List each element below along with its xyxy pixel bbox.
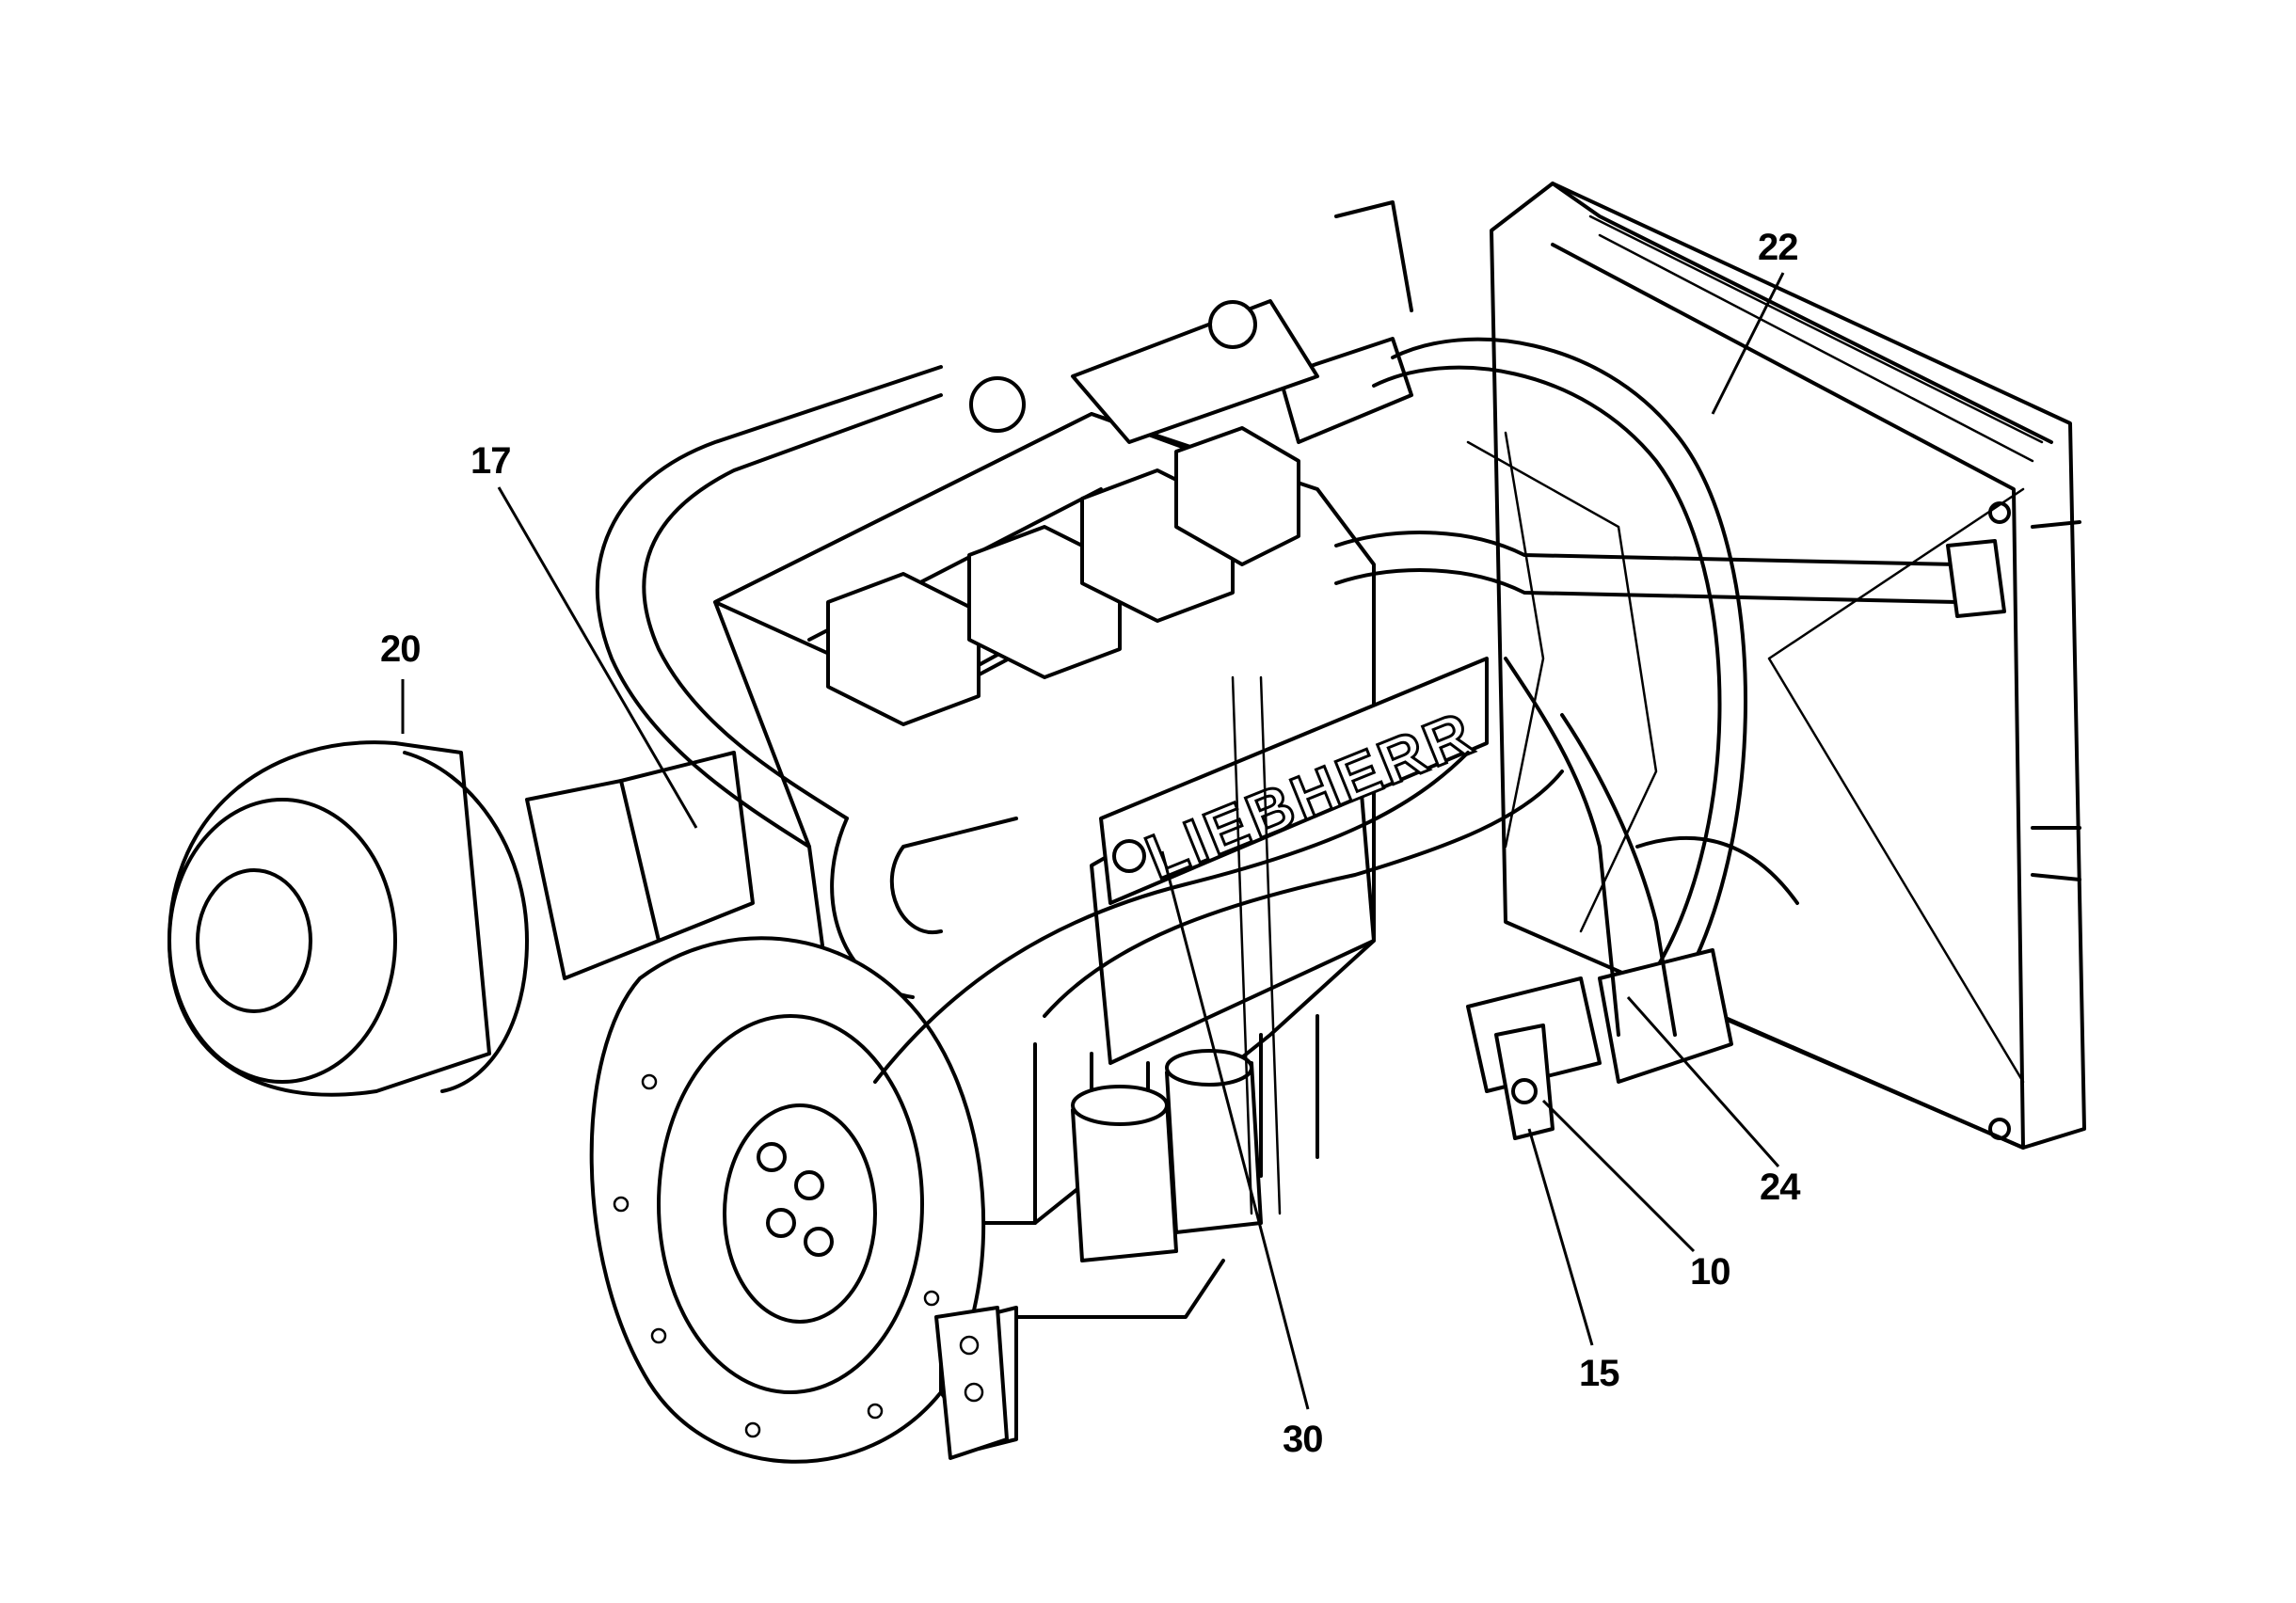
callout-17: 17 [470,440,511,482]
callout-24: 24 [1760,1167,1800,1208]
callout-leaders [401,272,1785,1410]
engine-mounts [934,1024,1555,1460]
callout-10: 10 [1690,1251,1730,1293]
callout-22: 22 [1758,227,1798,268]
callout-30: 30 [1283,1419,1323,1460]
oil-filters [1071,948,1733,1262]
radiator [1490,182,2086,1150]
air-filter [167,740,755,1097]
wiring-harness [873,657,1799,1215]
callout-15: 15 [1579,1353,1619,1394]
callout-20: 20 [380,628,421,670]
intake-pipe [595,365,2006,999]
